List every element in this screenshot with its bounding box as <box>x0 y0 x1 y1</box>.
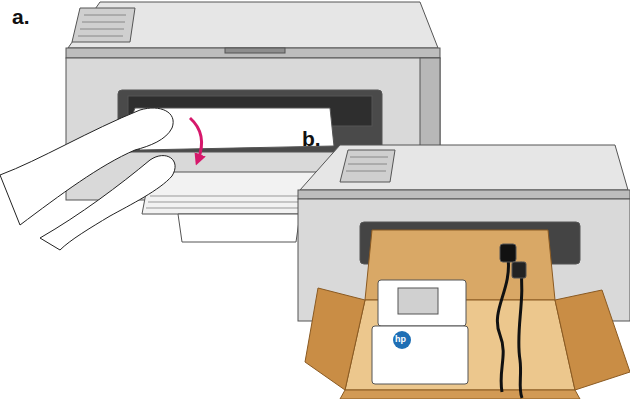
illustration-part <box>80 29 124 30</box>
tray-extension <box>178 214 300 242</box>
control-panel <box>72 8 135 42</box>
lid-edge <box>66 48 440 58</box>
right-flap <box>555 290 630 390</box>
illustration-part <box>84 15 126 16</box>
scanner-lid <box>68 2 438 48</box>
lid-edge <box>298 190 630 199</box>
power-cord <box>519 262 522 398</box>
power-cord <box>497 258 508 392</box>
panel-letter: b. <box>302 128 321 149</box>
power-plug <box>500 244 516 262</box>
printer-b <box>298 145 630 399</box>
cartridge-pack <box>372 326 468 384</box>
control-panel <box>340 150 395 182</box>
panel-letter: a. <box>12 6 30 27</box>
scanner-lid <box>300 145 628 190</box>
hp-logo <box>393 331 411 349</box>
panel-buttons <box>346 157 388 171</box>
power-plug <box>512 262 526 278</box>
illustration-part <box>346 171 386 172</box>
illustration-part <box>82 22 125 23</box>
left-flap <box>305 288 365 390</box>
illustration-part <box>78 36 123 37</box>
lid-handle <box>225 48 285 53</box>
cartridge-pack <box>378 280 466 326</box>
cardboard-box <box>305 230 630 399</box>
illustration-part <box>348 164 387 165</box>
panel-buttons <box>78 15 126 36</box>
illustration-part <box>350 157 388 158</box>
hand-lower <box>40 156 175 250</box>
pack-window <box>398 288 438 314</box>
logo-text: hp <box>395 335 406 344</box>
pull-arrow <box>190 118 202 160</box>
front-flap <box>340 390 580 399</box>
